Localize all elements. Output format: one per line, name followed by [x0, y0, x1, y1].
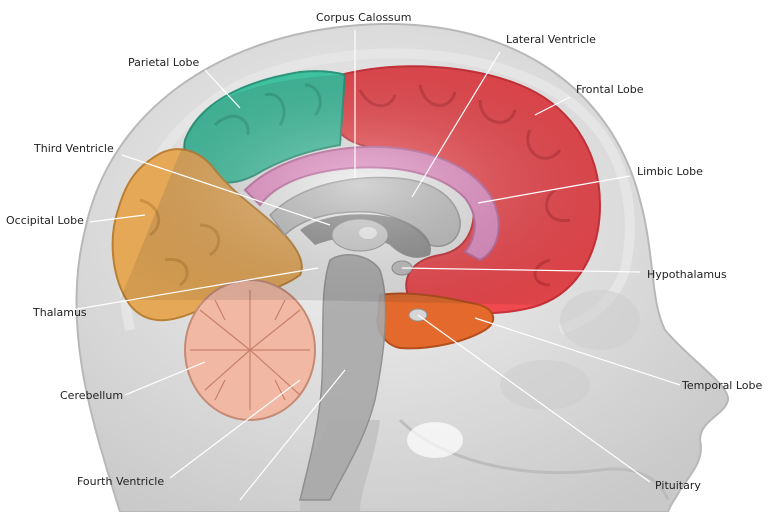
- label-occipital-lobe: Occipital Lobe: [6, 214, 84, 227]
- label-pituitary: Pituitary: [655, 479, 701, 492]
- label-limbic-lobe: Limbic Lobe: [637, 165, 703, 178]
- label-hypothalamus: Hypothalamus: [647, 268, 727, 281]
- label-thalamus: Thalamus: [33, 306, 87, 319]
- label-parietal-lobe: Parietal Lobe: [128, 56, 200, 69]
- brain-shading: [120, 66, 600, 305]
- cerebellum-folia: [190, 290, 310, 410]
- label-temporal-lobe: Temporal Lobe: [682, 379, 763, 392]
- cheek-bone: [500, 360, 590, 410]
- eye-socket: [560, 290, 640, 350]
- label-fourth-ventricle: Fourth Ventricle: [77, 475, 165, 488]
- label-corpus-calossum: Corpus Calossum: [316, 11, 412, 24]
- label-third-ventricle: Third Ventricle: [34, 142, 114, 155]
- label-lateral-ventricle: Lateral Ventricle: [506, 33, 596, 46]
- leader-lines: [59, 30, 681, 501]
- jaw-hole: [407, 422, 463, 458]
- label-frontal-lobe: Frontal Lobe: [576, 83, 644, 96]
- label-cerebellum: Cerebellum: [60, 389, 124, 402]
